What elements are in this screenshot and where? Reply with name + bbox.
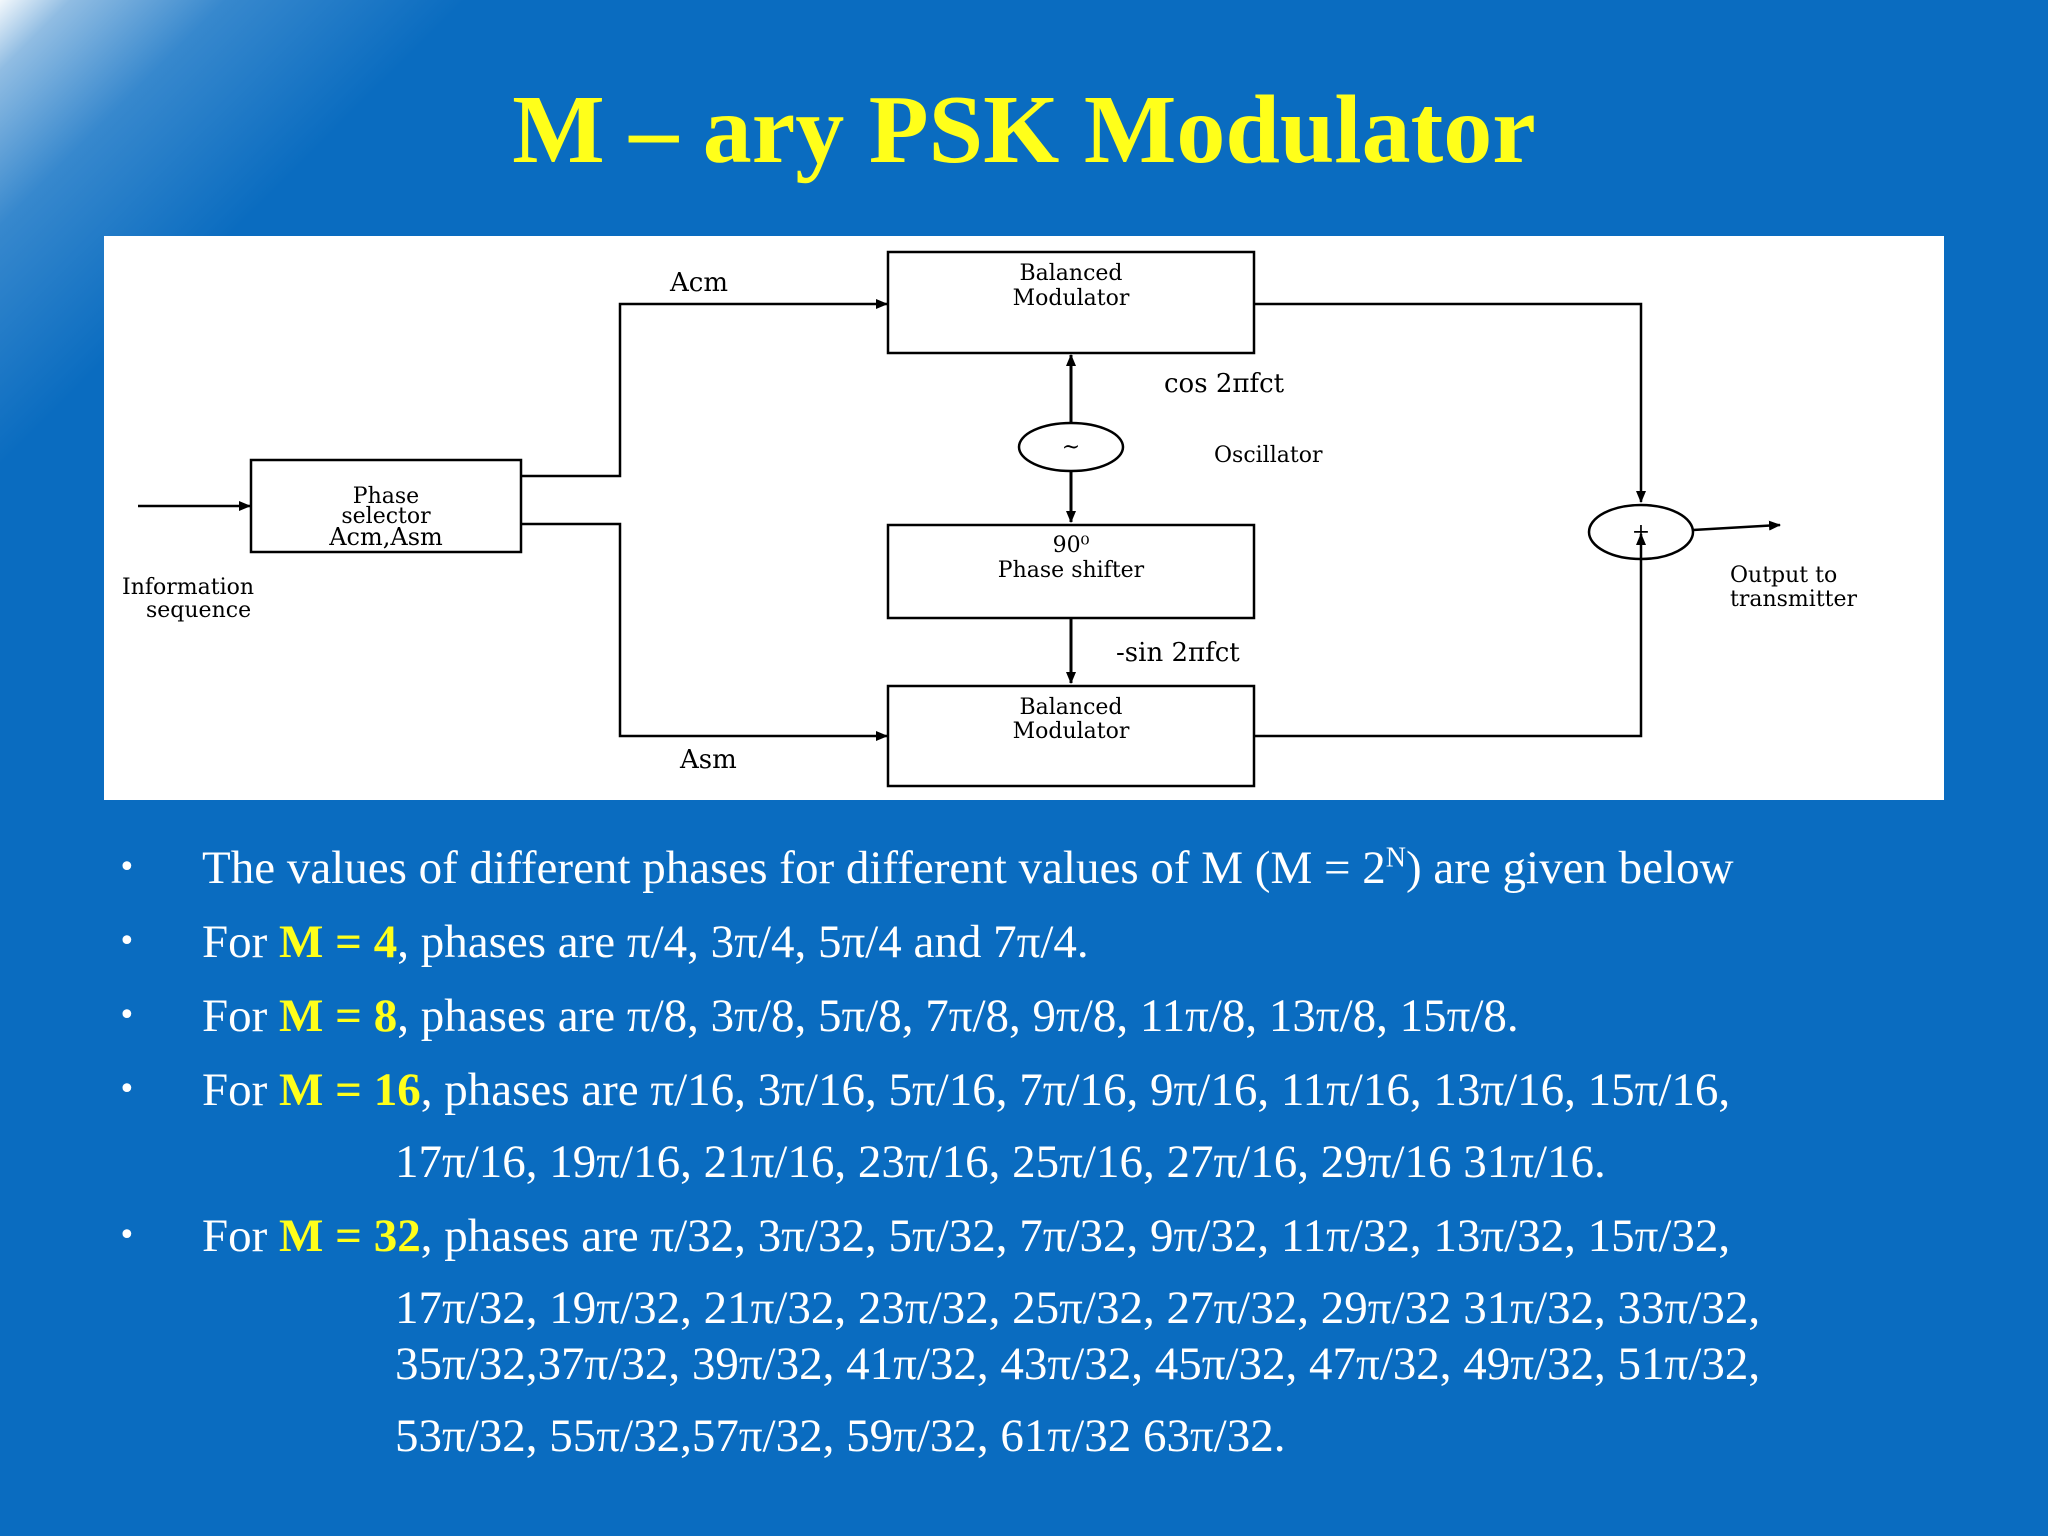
output-arrow [1692,520,1781,532]
bullet-list: • The values of different phases for dif… [118,840,1918,1482]
phase-shifter-line2: Phase shifter [998,558,1145,583]
bullet-4-prefix: For [202,1064,280,1116]
cos-label: cos 2πfct [1164,369,1285,399]
phase-selector-line1: Phase [353,484,419,509]
phase-selector-line3: Acm,Asm [328,523,443,551]
bottom-modulator-line1: Balanced [1019,695,1122,720]
bullet-3-highlight: M = 8 [279,990,398,1042]
slide-title: M – ary PSK Modulator [512,76,1536,184]
bullet-item: • For M = 8, phases are π/8, 3π/8, 5π/8,… [118,988,1918,1044]
oscillator-label: Oscillator [1214,443,1323,468]
bullet-dot: • [118,1072,136,1107]
acm-label: Acm [669,268,728,298]
output-label-line1: Output to [1730,563,1837,588]
asm-label: Asm [679,745,737,775]
bullet-3-prefix: For [202,990,280,1042]
asm-path [521,522,888,741]
bullet-5-continuation-3: 53π/32, 55π/32,57π/32, 59π/32, 61π/32 63… [395,1410,1286,1462]
bullet-2-text: , phases are π/4, 3π/4, 5π/4 and 7π/4. [397,916,1089,968]
bullet-5-continuation-2: 35π/32,37π/32, 39π/32, 41π/32, 43π/32, 4… [395,1338,1761,1390]
oscillator-symbol: ~ [1062,435,1080,460]
block-diagram: Information sequence Phase selector Acm,… [104,236,1944,800]
phase-selector-line2: selector [341,504,431,529]
bullet-2-highlight: M = 4 [279,916,398,968]
bullet-1-tail: ) are given below [1405,842,1734,894]
top-balanced-modulator-box [886,250,1256,355]
bullet-2-prefix: For [202,916,280,968]
bullet-item: • For M = 32, phases are π/32, 3π/32, 5π… [118,1208,1918,1464]
bullet-4-highlight: M = 16 [279,1064,421,1116]
bullet-5-prefix: For [202,1210,280,1262]
sin-label: -sin 2πfct [1116,638,1240,668]
bullet-dot: • [118,924,136,959]
bullet-dot: • [118,850,136,885]
top-modulator-line2: Modulator [1013,286,1130,311]
bullet-5-highlight: M = 32 [279,1210,421,1262]
output-label-line2: transmitter [1730,587,1858,612]
bullet-4-text: , phases are π/16, 3π/16, 5π/16, 7π/16, … [420,1064,1731,1116]
summer-symbol: + [1632,520,1650,545]
bullet-item: • The values of different phases for dif… [118,840,1918,896]
input-label-line1: Information [122,575,254,600]
acm-path [521,299,888,478]
bottom-modulator-line2: Modulator [1013,719,1130,744]
bullet-5-continuation-1: 17π/32, 19π/32, 21π/32, 23π/32, 25π/32, … [395,1282,1761,1334]
top-modulator-line1: Balanced [1019,261,1122,286]
bullet-dot: • [118,998,136,1033]
phase-shifter-line1: 90⁰ [1053,533,1090,558]
phase-selector-box [249,458,523,554]
bottom-output-path [1254,533,1646,738]
summer-circle [1587,503,1695,561]
bullet-item: • For M = 16, phases are π/16, 3π/16, 5π… [118,1062,1918,1190]
bullet-5-text: , phases are π/32, 3π/32, 5π/32, 7π/32, … [420,1210,1731,1262]
top-output-path [1254,302,1646,503]
bullet-1-superscript: N [1385,842,1406,874]
bullet-1-text: The values of different phases for diffe… [202,842,1386,894]
bullet-4-continuation: 17π/16, 19π/16, 21π/16, 23π/16, 25π/16, … [395,1136,1606,1188]
bullet-dot: • [118,1218,136,1253]
block-diagram-svg: Information sequence Phase selector Acm,… [122,250,1858,788]
bullet-3-text: , phases are π/8, 3π/8, 5π/8, 7π/8, 9π/8… [397,990,1519,1042]
bullet-item: • For M = 4, phases are π/4, 3π/4, 5π/4 … [118,914,1918,970]
input-label-line2: sequence [146,598,251,623]
